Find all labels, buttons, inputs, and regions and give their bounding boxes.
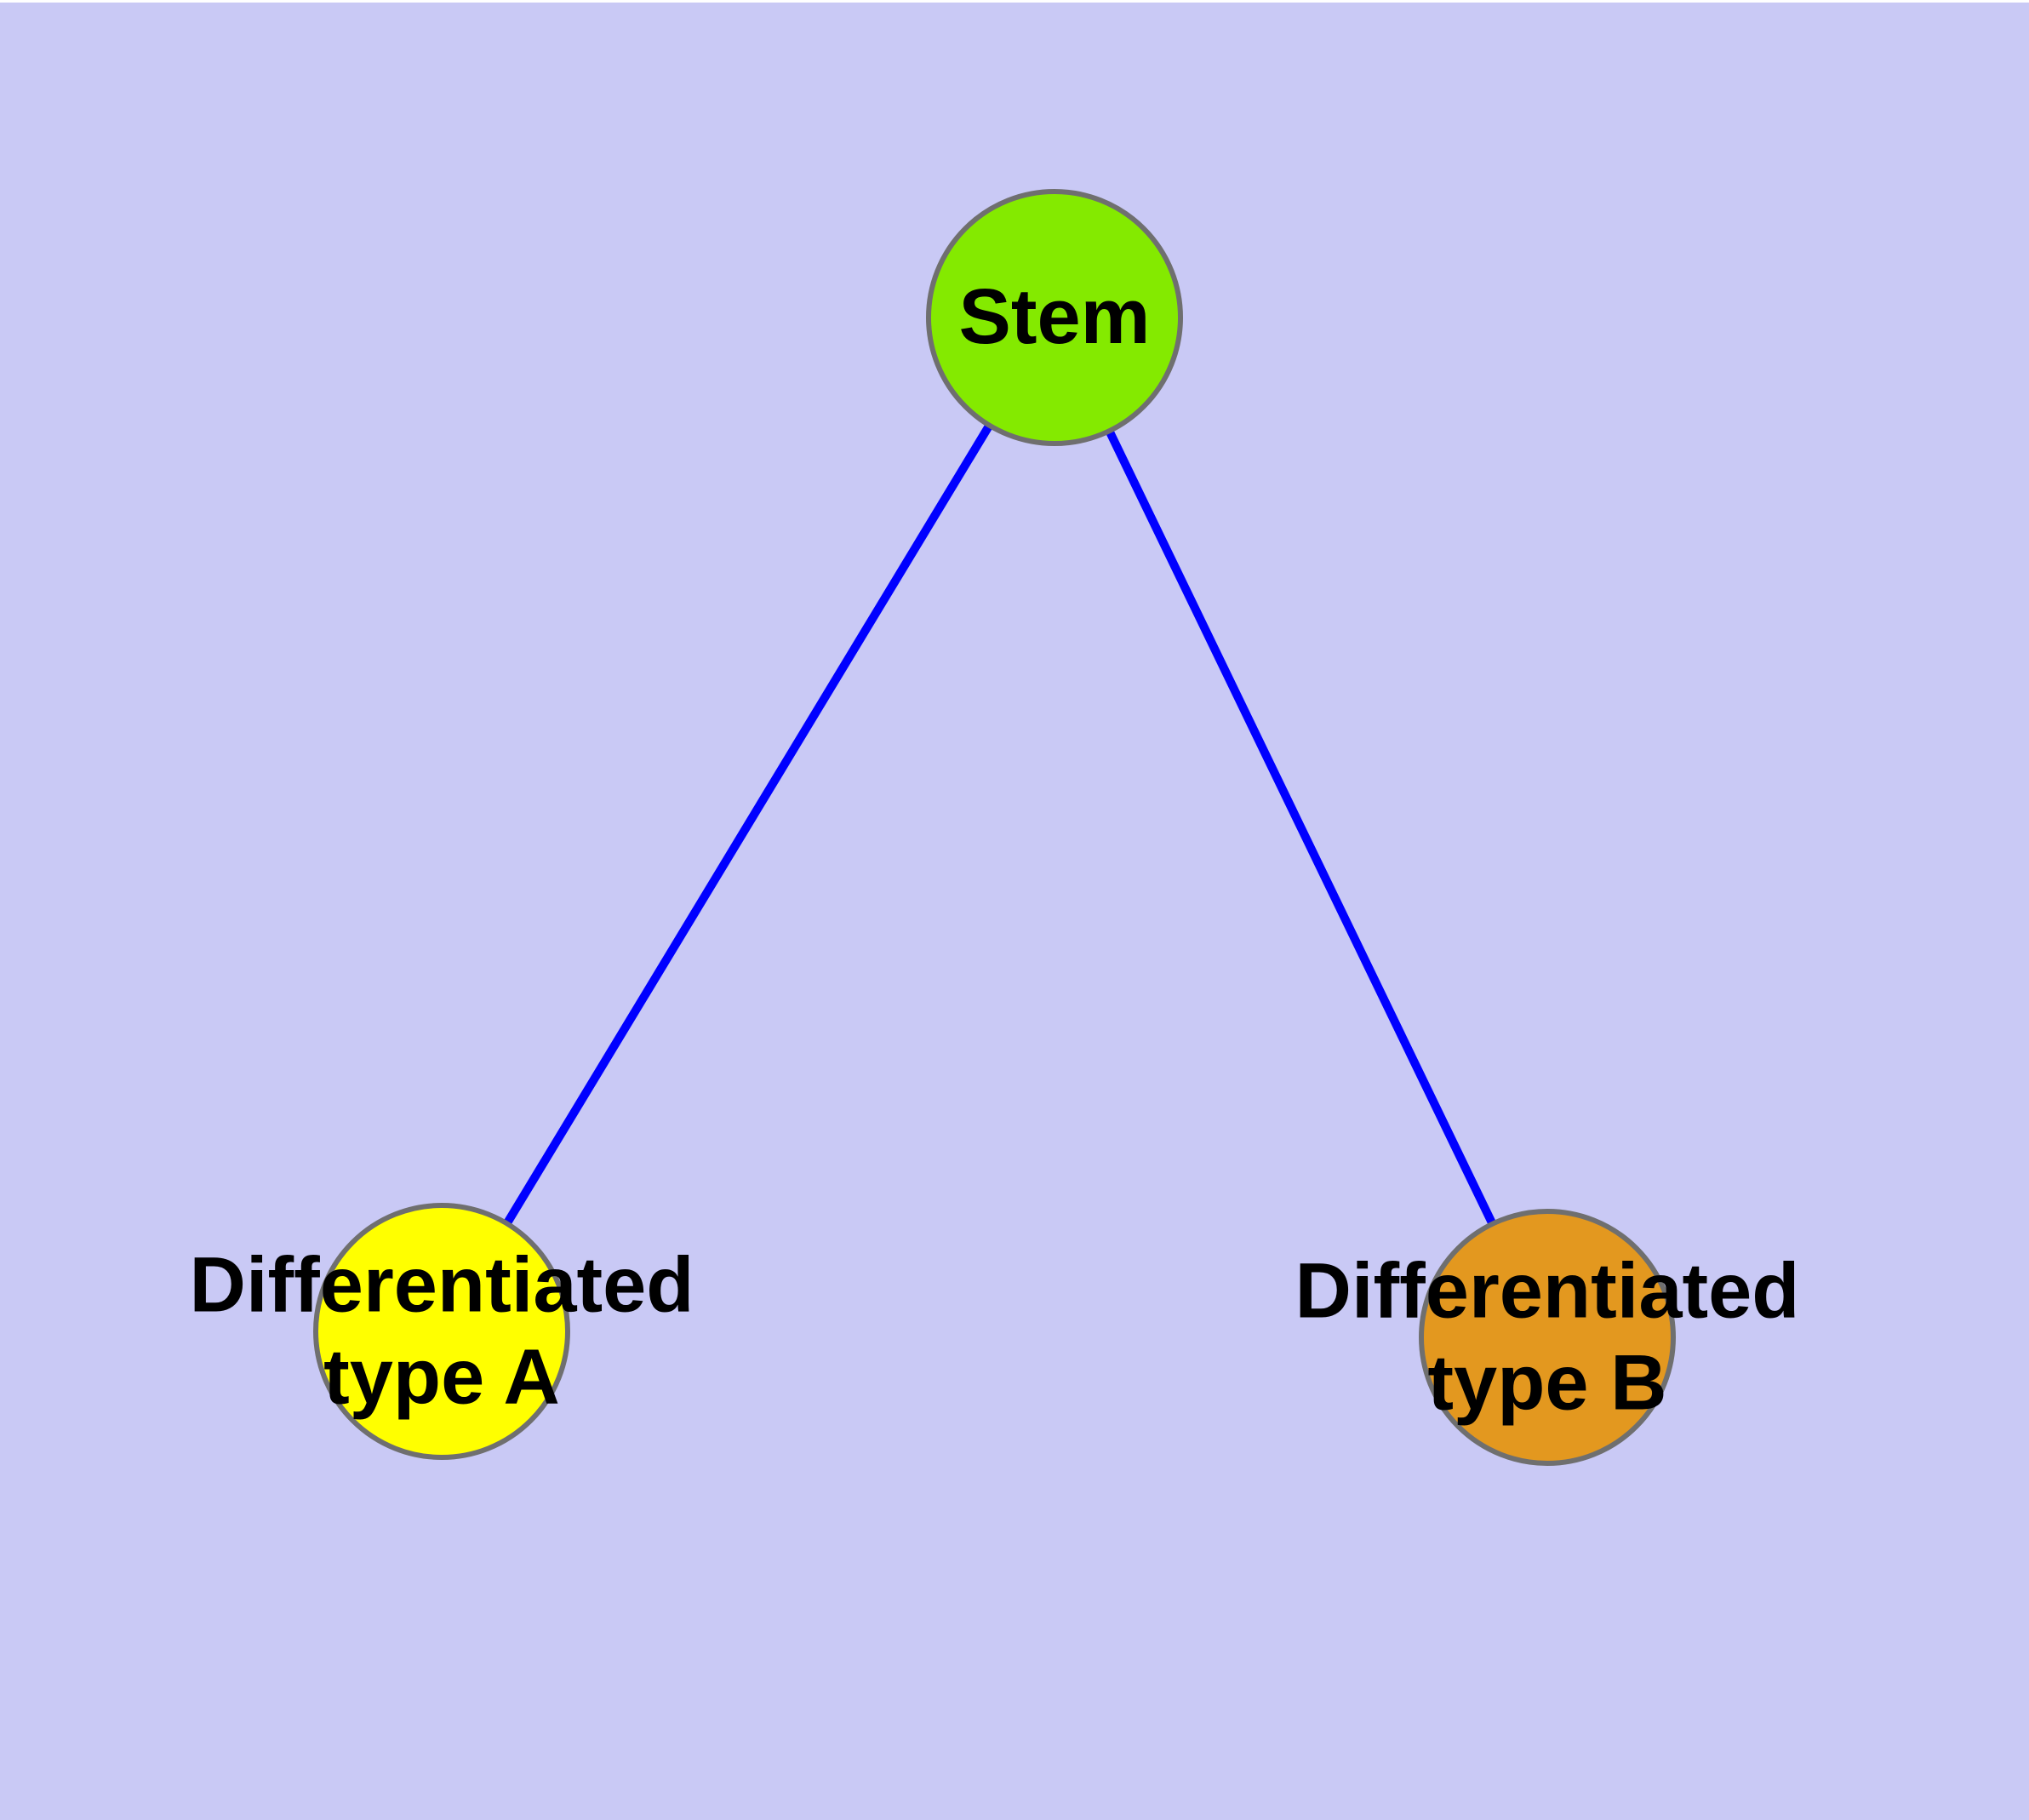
node-stem-circle[interactable] <box>926 189 1183 446</box>
node-stem-label: Stem <box>958 273 1151 361</box>
node-differentiated-type-b-circle[interactable] <box>1419 1209 1676 1466</box>
node-differentiated-type-a-label: Differentiated type A <box>189 1241 694 1420</box>
top-margin-strip <box>0 0 2029 3</box>
node-differentiated-type-a-circle[interactable] <box>313 1203 570 1460</box>
edge-stem-to-type-a <box>437 315 1059 1334</box>
edge-stem-to-type-b <box>1050 315 1552 1340</box>
node-differentiated-type-b-label: Differentiated type B <box>1295 1247 1800 1426</box>
